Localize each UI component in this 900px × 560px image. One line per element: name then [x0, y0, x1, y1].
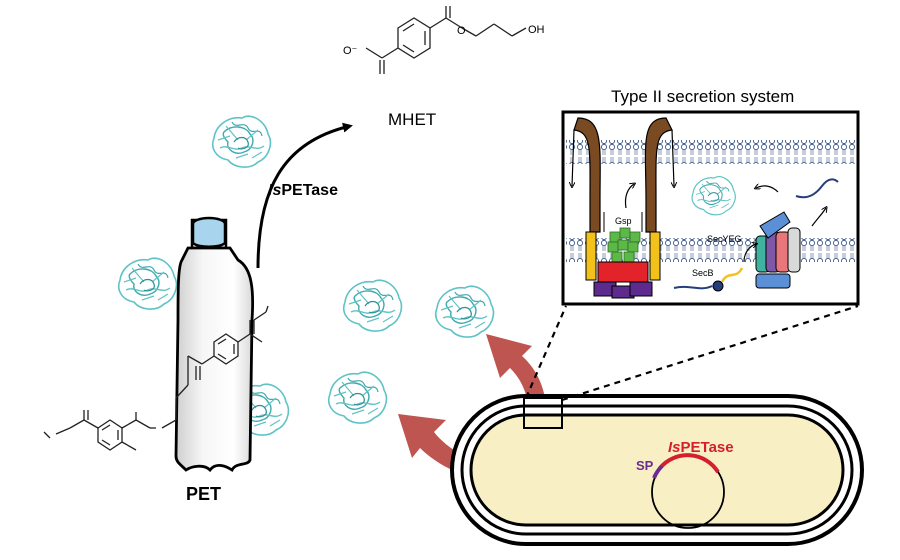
pet-bottle	[174, 216, 255, 473]
zoom-region	[523, 397, 563, 429]
mhet-structure	[365, 6, 527, 74]
chem-o-minus: O⁻	[343, 45, 358, 57]
enzyme-petase-6	[327, 371, 388, 424]
chem-o-ester: O	[457, 25, 466, 37]
enzyme-petase-5	[434, 285, 495, 338]
plasmid	[651, 453, 725, 529]
type2-title: Type II secretion system	[611, 87, 794, 106]
reaction-arrow	[256, 122, 353, 269]
gsp-label: Gsp	[615, 216, 632, 226]
zoom-line-left	[524, 305, 568, 399]
pet-label: PET	[186, 484, 221, 504]
sp-label: SP	[636, 458, 654, 473]
enzyme-label: IsPETase	[268, 182, 338, 199]
secb-label: SecB	[692, 268, 714, 278]
enzyme-petase-4	[342, 279, 403, 332]
zoom-line-right	[561, 304, 859, 402]
secyeg-label: SecYEG	[707, 234, 742, 244]
mhet-label: MHET	[388, 110, 436, 129]
enzyme-petase-1	[211, 115, 272, 168]
pet-structure	[43, 305, 269, 451]
chem-oh: OH	[528, 24, 545, 36]
type2-inset	[561, 110, 860, 306]
enzyme-petase-2	[117, 257, 178, 310]
plasmid-gene-label: IsPETase	[668, 439, 734, 456]
